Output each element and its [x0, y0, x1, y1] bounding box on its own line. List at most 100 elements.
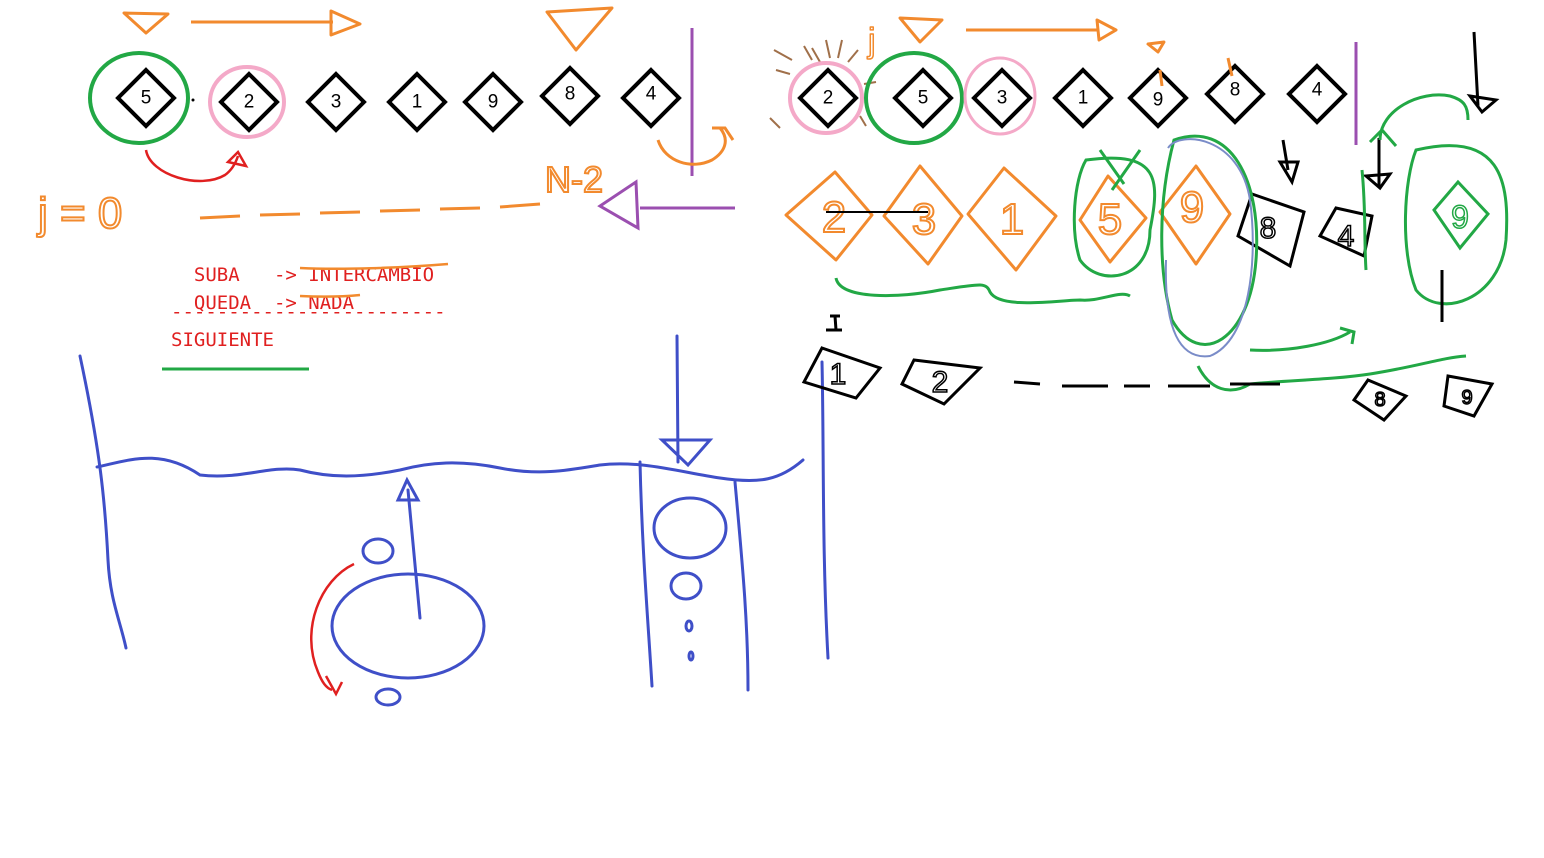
diamond-label: 2	[823, 88, 834, 109]
black-square	[1442, 374, 1495, 418]
diamond-label: 8	[565, 84, 576, 105]
top-right-pointers: j	[866, 16, 1234, 87]
loop-range: j = 0 N-2	[35, 158, 735, 239]
bubble-in-tube	[687, 650, 695, 662]
black-square	[801, 346, 883, 400]
water-surface	[95, 456, 805, 483]
diamond-tr-2: 3	[971, 67, 1033, 129]
arrow-left-icon	[597, 179, 735, 231]
pink-circle-third	[963, 56, 1037, 136]
black-label: 1	[830, 358, 847, 391]
diamond-tl-4: 9	[462, 71, 524, 133]
orange-diamond	[1078, 174, 1148, 264]
glass-right-wall	[820, 360, 830, 660]
tube-right-wall	[733, 480, 750, 692]
glass-left-wall	[78, 354, 128, 650]
curl-arrow-icon	[656, 126, 735, 166]
orange-label: 2	[822, 193, 846, 242]
j-pointer-label: j	[867, 22, 876, 60]
green-circle-first	[88, 51, 190, 145]
underline-intercambio	[299, 262, 449, 271]
green-label: 9	[1451, 199, 1469, 235]
orange-diamond	[882, 164, 964, 266]
swap-arrow-icon	[144, 149, 249, 183]
arrow-down-icon	[1466, 31, 1500, 115]
dashed-range-line	[199, 202, 541, 220]
diamond-tl-6: 4	[620, 67, 682, 129]
orange-diamond	[1158, 164, 1232, 266]
diamond-tr-1: 5	[892, 67, 954, 129]
top-left-array: 5 2 3 1 9 8 4	[88, 51, 682, 145]
orange-label: 5	[1098, 195, 1122, 244]
big-bubble	[330, 572, 486, 680]
diamond-tr-3: 1	[1052, 67, 1114, 129]
orange-diamond	[966, 166, 1058, 272]
green-diamond	[1432, 179, 1490, 251]
legend-separator: ------------------------	[171, 301, 446, 323]
green-arrow-icon	[1249, 326, 1356, 352]
black-square	[1236, 192, 1306, 269]
small-bubble	[374, 687, 402, 707]
pointer-triangle-icon	[898, 16, 944, 44]
orange-label: 3	[912, 195, 936, 244]
arrow-down-icon	[1362, 138, 1394, 191]
legend-intercambio: INTERCAMBIO	[308, 264, 435, 286]
green-brace	[834, 277, 1131, 305]
pink-circle-second	[208, 65, 286, 139]
diamond-tr-5: 8	[1204, 63, 1266, 125]
arrow-down-icon	[1277, 139, 1301, 186]
blue-circle	[1164, 138, 1254, 358]
diamond-label: 3	[997, 88, 1008, 109]
bubble-in-tube	[684, 619, 694, 633]
black-label: 2	[932, 366, 949, 399]
dashed-line	[1013, 380, 1280, 388]
diamond-label: 5	[141, 88, 152, 109]
diamond-label: 4	[646, 84, 657, 105]
bubble-sketch	[78, 334, 830, 707]
black-label: 8	[1374, 389, 1385, 411]
j-equals-zero-label: j = 0	[36, 189, 122, 238]
orange-label: 9	[1180, 183, 1204, 232]
green-circle-second	[864, 51, 964, 145]
green-line	[1360, 169, 1368, 271]
green-cross	[1098, 149, 1142, 191]
green-circle	[1072, 156, 1157, 278]
diamond-tl-1: 2	[218, 71, 280, 133]
diamond-tl-0: 5	[115, 67, 177, 129]
diamond-label: 9	[488, 92, 499, 113]
underline-nada	[299, 293, 361, 298]
pointer-triangle-icon	[122, 11, 170, 35]
black-label: 9	[1461, 387, 1472, 409]
diamond-tl-2: 3	[305, 71, 367, 133]
bubble-in-tube	[652, 496, 728, 560]
arrow-down-icon	[658, 334, 714, 468]
tube-left-wall	[638, 460, 654, 688]
top-right-array: 2 5 3 1 9 8 4	[769, 39, 1358, 145]
orange-diamond	[784, 170, 874, 262]
diamond-tr-0: 2	[797, 67, 859, 129]
legend-suba-label: SUBA ->	[193, 264, 309, 286]
diamond-tr-4: 9	[1127, 67, 1189, 129]
diamond-tr-6: 4	[1286, 63, 1348, 125]
pointer-tick	[826, 314, 842, 332]
n-minus-2-label: N-2	[545, 159, 603, 200]
diamond-label: 3	[331, 92, 342, 113]
bubble-in-tube	[669, 571, 703, 601]
diamond-label: 2	[244, 92, 255, 113]
black-label: 8	[1260, 212, 1277, 245]
black-label: 4	[1338, 220, 1355, 253]
third-row: 1 2 8 9	[801, 314, 1495, 422]
green-brace	[1196, 354, 1467, 392]
green-arrow-icon	[1368, 93, 1470, 147]
pointer-triangle-icon	[545, 6, 614, 52]
diamond-label: 4	[1312, 80, 1323, 101]
red-curved-arrow-icon	[310, 562, 355, 697]
legend-siguiente: SIGUIENTE	[171, 329, 274, 351]
legend-line-stay: QUEDA -> NADA	[171, 275, 354, 313]
small-bubble	[361, 537, 395, 565]
right-down-arrows	[1277, 31, 1500, 191]
legend-nada: NADA	[308, 292, 355, 314]
black-square	[1351, 378, 1409, 422]
